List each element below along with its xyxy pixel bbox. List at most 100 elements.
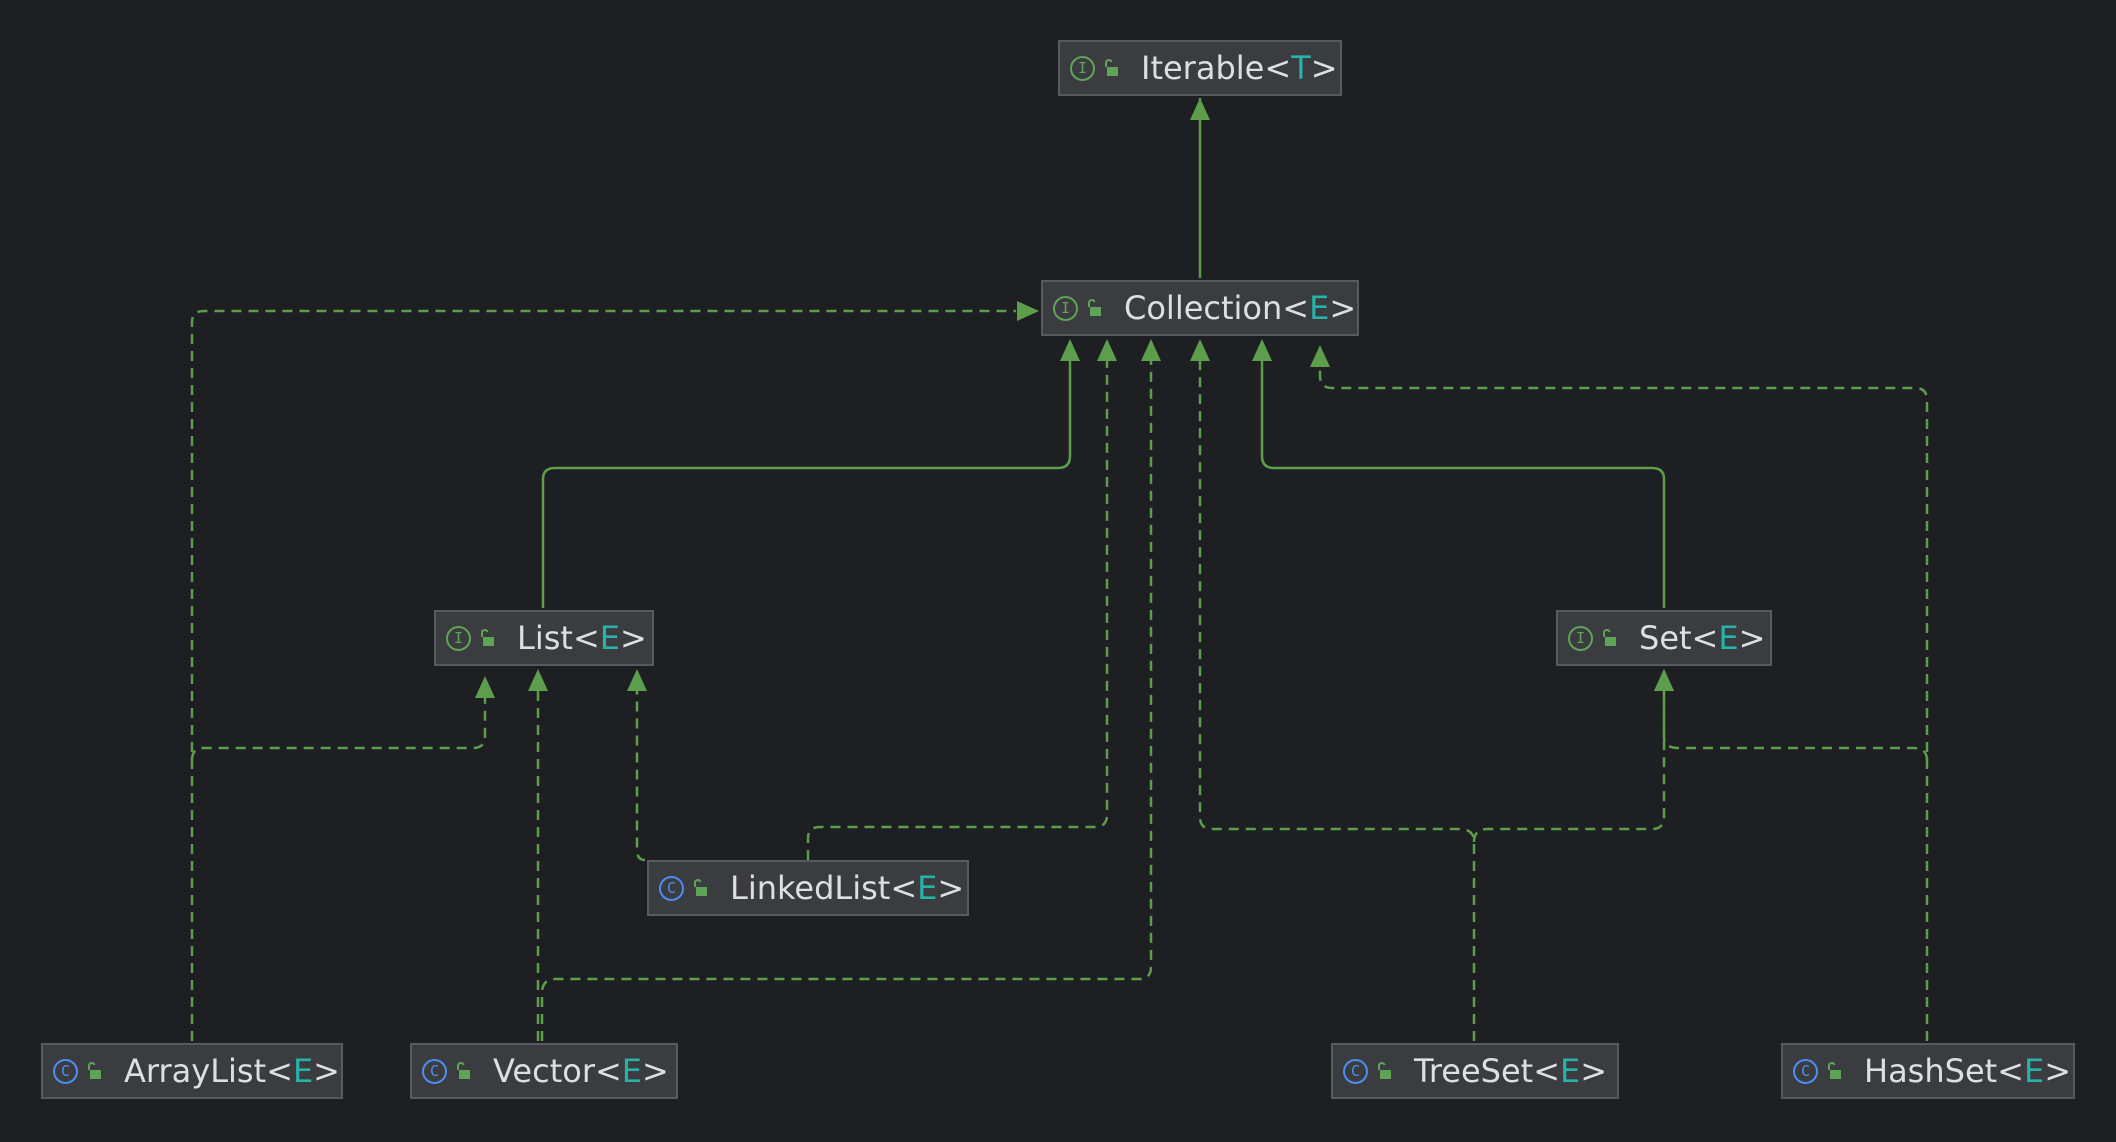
node-linkedlist[interactable]: C LinkedList<E> <box>647 860 969 916</box>
class-name: List <box>517 619 573 657</box>
edge-linkedlist-list-implements <box>627 669 647 862</box>
arrowhead-icon <box>1654 669 1674 691</box>
edge-linkedlist-collection-implements <box>806 339 1117 860</box>
edge-line <box>635 683 646 862</box>
generic-close: > <box>1580 1052 1608 1090</box>
type-parameter: E <box>2023 1052 2045 1090</box>
node-label: Set<E> <box>1639 622 1765 654</box>
node-set[interactable]: I Set<E> <box>1556 610 1772 666</box>
node-vector[interactable]: C Vector<E> <box>410 1043 678 1099</box>
edge-line <box>540 343 1153 1041</box>
edge-vector-list-implements <box>528 669 548 1041</box>
generic-close: > <box>313 1052 340 1090</box>
edge-line <box>1318 350 1929 1041</box>
node-label: ArrayList<E> <box>124 1055 340 1087</box>
edge-line <box>541 343 1072 608</box>
class-name: Collection <box>1124 289 1283 327</box>
edge-vector-collection-implements <box>540 339 1161 1041</box>
edge-line <box>190 309 1016 1041</box>
node-label: Iterable<T> <box>1141 52 1338 84</box>
public-lock-icon <box>457 1062 470 1079</box>
class-name: Set <box>1639 619 1692 657</box>
class-name: Vector <box>493 1052 595 1090</box>
node-label: Collection<E> <box>1124 292 1356 324</box>
arrowhead-icon <box>1310 345 1330 367</box>
generic-close: > <box>937 869 965 907</box>
arrowhead-icon <box>1060 339 1080 361</box>
generic-open: < <box>572 619 600 657</box>
interface-icon: I <box>1568 625 1593 651</box>
class-name: HashSet <box>1864 1052 1998 1090</box>
public-lock-icon <box>1603 629 1616 646</box>
edge-line <box>1472 683 1666 843</box>
edge-set-collection-extends <box>1252 339 1666 608</box>
node-iterable[interactable]: I Iterable<T> <box>1058 40 1342 96</box>
node-label: Vector<E> <box>493 1055 669 1087</box>
arrowhead-icon <box>1252 339 1272 361</box>
generic-open: < <box>1997 1052 2024 1090</box>
class-icon: C <box>659 875 684 901</box>
public-lock-icon <box>88 1062 101 1079</box>
class-icon: C <box>53 1058 78 1084</box>
public-lock-icon <box>1828 1062 1841 1079</box>
node-label: List<E> <box>517 622 647 654</box>
public-lock-icon <box>1105 59 1118 76</box>
node-treeset[interactable]: C TreeSet<E> <box>1331 1043 1619 1099</box>
edge-list-collection-extends <box>541 339 1080 608</box>
edge-arraylist-collection-implements <box>190 301 1039 1041</box>
node-label: HashSet<E> <box>1864 1055 2071 1087</box>
class-name: TreeSet <box>1414 1052 1534 1090</box>
edge-treeset-collection-implements <box>1190 339 1476 1041</box>
edge-line <box>190 683 487 761</box>
public-lock-icon <box>1088 299 1101 316</box>
node-arraylist[interactable]: C ArrayList<E> <box>41 1043 343 1099</box>
generic-open: < <box>1691 619 1719 657</box>
interface-icon: I <box>446 625 471 651</box>
generic-close: > <box>1329 289 1357 327</box>
edge-collection-iterable-extends <box>1190 98 1210 278</box>
class-icon: C <box>422 1058 447 1084</box>
public-lock-icon <box>1378 1062 1391 1079</box>
edge-line <box>1198 343 1476 1041</box>
generic-close: > <box>1310 49 1338 87</box>
edge-hashset-set-implements <box>1654 669 1929 761</box>
generic-open: < <box>1533 1052 1561 1090</box>
edge-arraylist-list-implements <box>190 676 495 761</box>
class-name: ArrayList <box>124 1052 267 1090</box>
generic-open: < <box>1264 49 1292 87</box>
interface-icon: I <box>1053 295 1078 321</box>
node-collection[interactable]: I Collection<E> <box>1041 280 1359 336</box>
class-name: Iterable <box>1141 49 1265 87</box>
arrowhead-icon <box>1190 98 1210 120</box>
type-parameter: T <box>1291 49 1311 87</box>
arrowhead-icon <box>1141 339 1161 361</box>
type-parameter: E <box>1309 289 1330 327</box>
edge-line <box>806 343 1109 860</box>
class-name: LinkedList <box>730 869 891 907</box>
type-parameter: E <box>599 619 620 657</box>
class-icon: C <box>1343 1058 1368 1084</box>
node-list[interactable]: I List<E> <box>434 610 654 666</box>
arrowhead-icon <box>1190 339 1210 361</box>
node-label: TreeSet<E> <box>1414 1055 1607 1087</box>
type-parameter: E <box>917 869 938 907</box>
interface-icon: I <box>1070 55 1095 81</box>
generic-close: > <box>642 1052 669 1090</box>
public-lock-icon <box>481 629 494 646</box>
generic-open: < <box>890 869 918 907</box>
node-label: LinkedList<E> <box>730 872 964 904</box>
type-parameter: E <box>621 1052 642 1090</box>
type-parameter: E <box>1560 1052 1581 1090</box>
arrowhead-icon <box>528 669 548 691</box>
edge-line <box>1260 343 1666 608</box>
edge-treeset-set-implements <box>1472 669 1674 843</box>
type-parameter: E <box>1718 619 1739 657</box>
generic-open: < <box>594 1052 622 1090</box>
arrowhead-icon <box>627 669 647 691</box>
generic-open: < <box>1282 289 1310 327</box>
generic-close: > <box>619 619 647 657</box>
arrowhead-icon <box>475 676 495 698</box>
